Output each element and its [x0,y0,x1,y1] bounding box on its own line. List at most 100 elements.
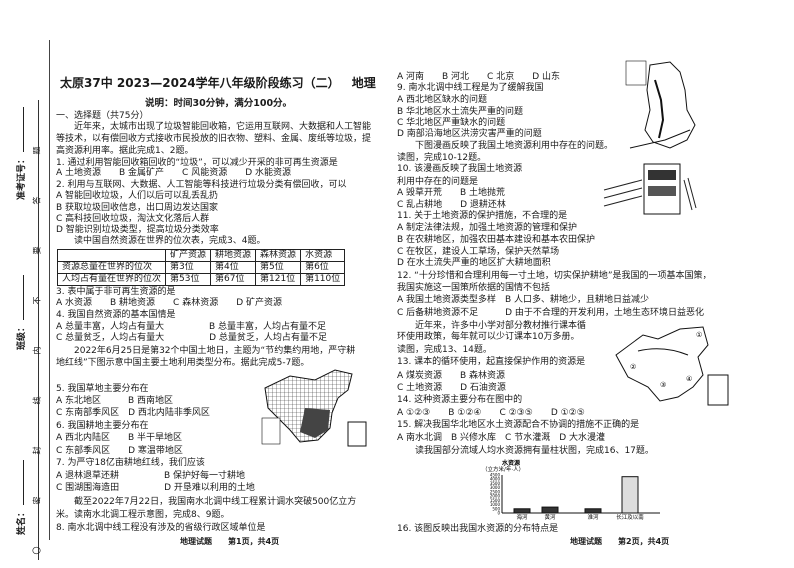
x-tick-label: 淮河 [587,513,599,521]
seal-char: 内 [32,346,42,355]
page-edge [49,40,50,540]
left-column-line: 等技术，以有偿回收方式接收市民投放的旧衣物、塑料、金属、废纸等垃圾，提 [56,134,372,144]
right-column-line: A 我国土地资源类型多样 B 人口多、耕地少，且耕地日益减少 [397,295,650,305]
left-column-line: C 总量贫乏，人均占有量大 D 总量贫乏，人均占有量不足 [56,333,327,343]
exam-id-label: 准考证号： [17,154,27,200]
left-column-line: 近年来，太城市出现了垃圾智能回收箱，它运用互联网、大数据和人工智能 [56,122,372,132]
class-label: 班级： [17,322,27,350]
right-column-line: 读图，完成13、14题。 [397,345,492,355]
y-tick-label: 2000 [490,494,501,499]
right-column-line: C 乱占耕地 D 退耕还林 [397,200,506,210]
land-use-map [261,369,367,447]
left-column-line: 一、选择题（共75分） [56,111,149,121]
y-tick-label: 4000 [490,477,501,482]
right-column-line: 读图，完成10-12题。 [397,153,487,163]
bar [584,508,602,514]
right-column-line: A 南水北调 B 兴修水库 C 节水灌溉 D 大水漫灌 [397,433,605,443]
left-column-line: 4. 我国自然资源的基本国情是 [56,310,176,320]
land-problem-cartoon [603,163,697,215]
x-tick-label: 黄河 [544,513,556,521]
y-tick-label: 3500 [490,481,501,486]
left-column-line: 1. 通过利用智能回收箱回收的“垃圾”，可以减少开采的非可再生资源是 [56,158,338,168]
class-field[interactable]: 班级： [14,274,27,350]
footer-page-2: 地理试题 第2页，共4页 [570,537,670,546]
right-column-line: 11. 关于土地资源的保护措施，不合理的是 [397,211,568,221]
footer-page-1: 地理试题 第1页，共4页 [180,537,280,546]
y-tick-label: 3000 [490,485,501,490]
chart-title: 水资源 [502,459,520,467]
table-cell: 第53位 [165,273,212,286]
left-column-line: A 东北地区 B 西南地区 [56,396,174,406]
table-cell: 森林资源 [255,249,302,262]
right-column-line: 16. 该图反映出我国水资源的分布特点是 [397,524,559,534]
right-column-line: 读我国部分流域人均水资源拥有量柱状图，完成16、17题。 [397,446,654,456]
left-column-line: A 总量丰富，人均占有量大 B 总量丰富，人均占有量不足 [56,322,327,332]
y-tick-label: 1000 [490,502,501,507]
water-transfer-map [625,60,696,149]
right-column-line: A 毁草开荒 B 土地抛荒 [397,188,506,198]
right-column-line: D 南部沿海地区洪涝灾害严重的问题 [397,129,542,139]
right-column-line: C 后备耕地资源不足 D 由于不合理的开发利用，土地生态环境日益恶化 [397,308,704,318]
right-column-line: 我国实施这一国策所依据的国情不包括 [397,283,551,293]
table-cell: 第110位 [300,273,346,286]
svg-text:③: ③ [660,381,666,389]
seal-char: 封 [32,446,42,455]
table-cell: 人均占有量在世界的位次 [56,273,167,286]
left-column-line: A 土地资源 B 金属矿产 C 风能资源 D 水能资源 [56,168,291,178]
seal-char: 不 [32,296,42,305]
right-column-line: A 制定法律法规，加强土地资源的管理和保护 [397,223,578,233]
seal-char: 要 [32,246,42,255]
y-tick-label: 2500 [490,489,501,494]
left-column-line: A 西北内陆区 B 半干旱地区 [56,433,183,443]
left-column-line: A 智能回收垃圾，人们以后可以乱丢乱扔 [56,191,219,201]
bar [541,506,559,514]
table-cell: 水资源 [300,249,346,262]
seal-char: 密 [32,496,42,505]
left-column-line: 5. 我国草地主要分布在 [56,384,149,394]
y-axis-label: （立方米/年·人） [482,465,524,473]
table-row: 资源总量在世界的位次 第3位 第4位 第5位 第6位 [56,261,346,274]
left-column-line: B 获取垃圾回收信息，出口周边发达国家 [56,203,219,213]
right-column-line: 13. 课本的循环使用，起直接保护作用的资源是 [397,357,586,367]
right-column-line: C 土地资源 D 石油资源 [397,383,506,393]
left-column-line: D 智能识别垃圾类型，提高垃圾分类效率 [56,225,219,235]
right-column-line: C 在牧区，建设人工草场，保护天然草场 [397,247,560,257]
page-title: 太原37中 2023—2024学年八年级阶段练习（二） 地理 [60,74,376,91]
right-column-line: C 华北地区严重缺水的问题 [397,118,506,128]
right-column-line: A 煤炭资源 B 森林资源 [397,371,506,381]
seal-char: 线 [32,396,42,405]
left-column-line: 7. 为严守18亿亩耕地红线，我们应该 [56,458,205,468]
left-column-line: A 水资源 B 耕地资源 C 森林资源 D 矿产资源 [56,298,282,308]
right-column-line: 12. “十分珍惜和合理利用每一寸土地，切实保护耕地”是我国的一项基本国策， [397,271,712,281]
right-column-line: 15. 解决我国华北地区水土资源配合不协调的措施不正确的是 [397,420,640,430]
seal-char: 〇 [32,546,42,555]
exam-id-field[interactable]: 准考证号： [14,106,27,200]
subject: 地理 [351,76,376,90]
bar [513,508,531,514]
left-column-line: 米。读南水北调工程示意图，完成8、9题。 [56,510,230,520]
table-cell: 第6位 [300,261,346,274]
y-tick-label: 500 [492,506,500,511]
seal-char: 答 [32,196,42,205]
table-cell: 第5位 [255,261,302,274]
table-cell: 资源总量在世界的位次 [56,261,167,274]
left-column-line: A 退林退草还耕 B 保护好每一寸耕地 [56,471,246,481]
left-column-line: 读中国自然资源在世界的位次表，完成3、4题。 [56,236,266,246]
name-label: 姓名： [17,507,27,535]
title-text: 太原37中 2023—2024学年八年级阶段练习（二） [60,76,340,90]
table-cell: 耕地资源 [210,249,257,262]
bar [621,476,639,514]
x-tick-label: 长江及以南 [616,513,644,521]
y-tick-label: 4500 [490,473,501,478]
table-header-row: 矿产资源 耕地资源 森林资源 水资源 [56,249,346,262]
y-tick-label: 1500 [490,498,501,503]
svg-text:④: ④ [686,375,692,383]
resource-rank-table: 矿产资源 耕地资源 森林资源 水资源 资源总量在世界的位次 第3位 第4位 第5… [56,249,346,286]
left-column-line: 3. 表中属于非可再生资源的是 [56,287,176,297]
table-cell: 矿产资源 [165,249,212,262]
table-cell: 第121位 [255,273,302,286]
left-column-line: C 东部季风区 D 寒温带地区 [56,446,183,456]
y-tick-label: 0 [497,511,500,516]
left-column-line: 8. 南水北调中线工程没有涉及的省级行政区域单位是 [56,523,266,533]
name-field[interactable]: 姓名： [14,459,27,535]
